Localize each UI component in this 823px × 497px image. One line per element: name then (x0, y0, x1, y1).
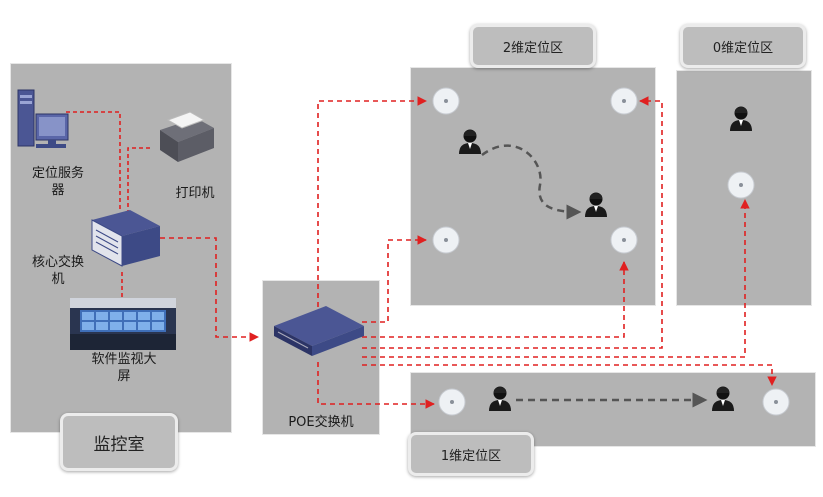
person-icon (712, 386, 734, 411)
server-label: 定位服务 器 (31, 166, 84, 198)
person-icon (459, 129, 481, 154)
beacon-icon (438, 388, 466, 416)
beacon-icon (610, 87, 638, 115)
beacon-icon (610, 226, 638, 254)
beacon-icon (727, 171, 755, 199)
monitor-screen-image (70, 298, 176, 350)
room-links (66, 111, 150, 298)
link-core-to-poe (160, 237, 259, 342)
printer-icon (160, 111, 214, 162)
person-icon (585, 192, 607, 217)
poe-links (317, 96, 777, 409)
screen-label: 软件监视大 屏 (91, 352, 157, 384)
poe-zone (262, 280, 380, 435)
printer-label: 打印机 (175, 186, 215, 201)
person-icon (730, 106, 752, 131)
monitor-room-title: 监控室 (60, 413, 178, 471)
zone-1d-title: 1维定位区 (408, 432, 534, 476)
zone-0d-title: 0维定位区 (680, 24, 806, 68)
beacon-icon (432, 226, 460, 254)
zone-2d-title: 2维定位区 (470, 24, 596, 68)
person-icon (489, 386, 511, 411)
movement-path-2d (481, 144, 582, 220)
core-switch-icon (91, 210, 160, 267)
server-icon (17, 89, 69, 148)
poe-switch-label: POE交换机 (288, 415, 354, 430)
beacon-icon (762, 388, 790, 416)
core-switch-label: 核心交换 机 (31, 255, 84, 287)
beacon-icon (432, 87, 460, 115)
poe-switch-icon (274, 306, 364, 356)
